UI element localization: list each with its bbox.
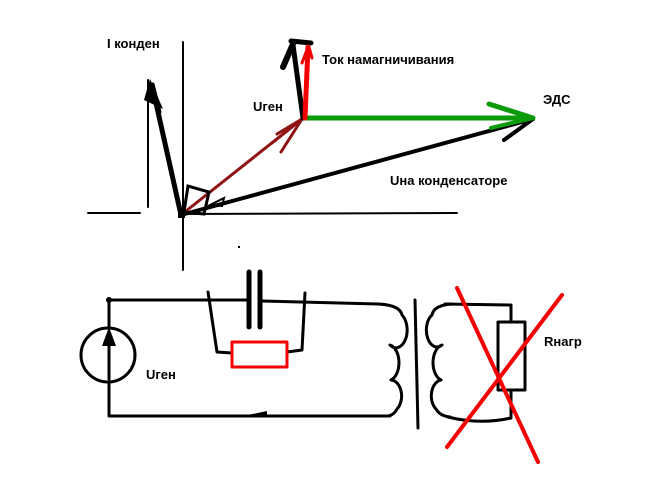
wire-top-right bbox=[260, 299, 380, 306]
label-r-load: Rнагр bbox=[544, 334, 582, 349]
phasor-diagram: I конден Ток намагничивания Uген ЭДС Uна… bbox=[87, 36, 571, 271]
wire-junction-dot bbox=[106, 297, 112, 303]
transformer-primary-winding bbox=[376, 302, 409, 418]
load-resistor-box bbox=[496, 320, 527, 392]
label-u-generator-phasor: Uген bbox=[253, 99, 283, 114]
generator-arrow bbox=[102, 327, 116, 381]
wire-top-left bbox=[107, 298, 249, 330]
bypass-wire-left bbox=[206, 290, 234, 355]
bottom-wire-arrow-marker bbox=[238, 411, 267, 417]
label-u-on-capacitor: Uна конденсаторе bbox=[390, 173, 507, 188]
capacitor-symbol bbox=[246, 269, 263, 330]
phasor-u-capacitor-arrow bbox=[179, 117, 535, 217]
label-u-generator-circuit: Uген bbox=[146, 367, 176, 382]
right-angle-marker bbox=[182, 184, 211, 216]
phasor-magnetizing-black-arrow bbox=[280, 38, 314, 121]
wire-secondary-bottom bbox=[446, 388, 513, 423]
stray-dot bbox=[238, 246, 240, 248]
phasor-emf-arrow bbox=[302, 101, 536, 130]
wire-bottom bbox=[107, 380, 392, 418]
label-i-capacitor: I конден bbox=[107, 36, 160, 51]
phasor-magnetizing-red-arrow bbox=[300, 44, 314, 121]
label-emf: ЭДС bbox=[543, 92, 571, 107]
transformer-core bbox=[413, 298, 420, 430]
transformer-secondary-winding bbox=[424, 302, 454, 419]
horizontal-axis-right-segment bbox=[180, 212, 458, 215]
bypass-wire-right bbox=[285, 291, 307, 354]
phasor-u-generator-arrow bbox=[179, 117, 304, 217]
circuit-diagram: Uген Rнагр bbox=[79, 269, 582, 464]
wire-secondary-top bbox=[443, 302, 513, 324]
red-resistor-box bbox=[230, 340, 289, 369]
label-magnetizing-current: Ток намагничивания bbox=[322, 52, 454, 67]
red-cross-out bbox=[445, 286, 564, 464]
phasor-i-capacitor-arrow bbox=[144, 79, 184, 218]
